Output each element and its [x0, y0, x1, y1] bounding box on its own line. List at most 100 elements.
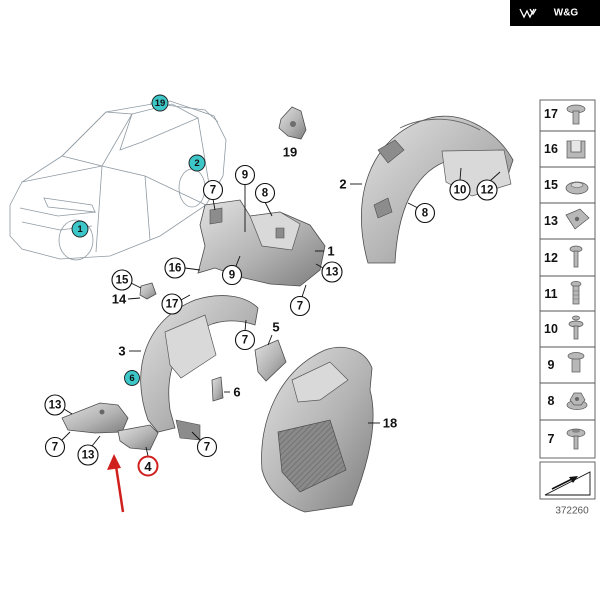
liner-18-panel — [291, 361, 349, 403]
callout-number: 7 — [210, 185, 216, 197]
leader-line — [267, 334, 273, 346]
leader-line — [191, 431, 201, 441]
car-headlight — [43, 197, 96, 213]
callout-number: 16 — [169, 263, 182, 275]
part-1-front-upper-liner — [197, 199, 326, 287]
clip-nut-icon — [565, 208, 590, 230]
vehicle-marker-19: 19 — [151, 94, 169, 112]
leader-line — [63, 408, 73, 415]
leader-line — [212, 198, 216, 211]
vehicle-marker-label: 1 — [77, 224, 83, 235]
circled-callouts: 7 9 8 8 10 12 16 9 13 15 17 7 7 13 7 13 … — [44, 164, 498, 466]
car-hood-line — [21, 165, 207, 206]
legend-number: 10 — [544, 322, 558, 336]
rear-liner-ribs — [373, 139, 405, 219]
part-label-1: 1 — [327, 244, 334, 259]
callout-number: 7 — [204, 442, 210, 454]
lower-cover-piece — [117, 424, 159, 451]
leader-line — [244, 319, 247, 332]
part-label-4: 4 — [144, 459, 152, 474]
callout-number: 8 — [422, 208, 429, 220]
callout-circle: 10 — [449, 179, 471, 201]
callout-circle: 13 — [321, 261, 343, 283]
legend-number: 12 — [544, 251, 558, 265]
leader-line — [145, 446, 149, 457]
lower-trim-panel — [61, 402, 129, 434]
diagram-number: 372260 — [555, 506, 589, 517]
arrow-head — [107, 454, 121, 470]
brand-logo: W&G — [510, 0, 600, 26]
part-label-3: 3 — [118, 344, 125, 359]
upper-liner-clips — [209, 207, 285, 239]
callout-circle: 7 — [202, 179, 224, 201]
leader-line — [235, 255, 241, 267]
callout-number: 12 — [481, 185, 494, 197]
vehicle-marker-2: 2 — [188, 154, 206, 172]
callout-leaders — [61, 167, 501, 447]
legend-row-dividers — [540, 130, 595, 421]
callout-circle: 7 — [234, 329, 256, 351]
leader-line — [184, 267, 201, 271]
leader-line — [180, 294, 191, 301]
leader-line — [407, 202, 419, 209]
part-label-6: 6 — [233, 385, 240, 400]
callout-circle: 9 — [221, 264, 243, 286]
part-14-clip-drawing — [139, 282, 157, 300]
leader-line — [127, 297, 141, 300]
callout-circle: 8 — [414, 202, 436, 224]
legend-number: 7 — [548, 432, 555, 446]
vehicle-marker-label: 2 — [194, 158, 199, 169]
callout-number: 8 — [262, 188, 269, 200]
legend-number: 11 — [544, 287, 557, 301]
panel-hole — [99, 409, 105, 415]
vehicle-overview — [9, 100, 227, 261]
callout-circle: 7 — [196, 436, 218, 458]
vehicle-marker-label: 19 — [155, 98, 166, 109]
part-18-wheel-arch-liner — [261, 346, 374, 513]
part-3-front-wheel-arch-liner — [140, 295, 259, 441]
leader-line — [459, 167, 462, 181]
car-door-lines — [95, 117, 211, 253]
callout-number: 7 — [242, 335, 248, 347]
car-windshield — [61, 111, 133, 167]
expansion-rivet-icon — [570, 281, 582, 305]
part-marker-6: 6 — [124, 370, 140, 386]
logo-text: W&G — [554, 8, 579, 19]
part-6-trim-drawing — [211, 376, 224, 402]
flange-nut-icon — [566, 392, 588, 410]
callout-number: 10 — [454, 185, 467, 197]
red-pointer-arrow-icon — [107, 454, 125, 513]
callout-circle: 8 — [254, 182, 276, 204]
part-4-lower-cover — [61, 402, 159, 451]
highlight-callout-4: 4 — [137, 446, 159, 477]
callout-circle: 7 — [289, 295, 311, 317]
rear-liner-edge — [399, 118, 481, 131]
callout-number: 13 — [326, 267, 339, 279]
legend-number: 8 — [548, 394, 555, 408]
callout-circle: 15 — [111, 269, 133, 291]
washer-screw-icon — [566, 428, 586, 450]
part-19-bracket — [278, 106, 307, 140]
part-5-bracket-drawing — [254, 339, 287, 382]
upper-liner-panel — [249, 211, 301, 251]
orientation-box — [539, 461, 596, 500]
part-label-18: 18 — [383, 416, 397, 431]
arrow-shaft — [114, 465, 125, 513]
callout-circle: 7 — [44, 436, 66, 458]
legend-number: 15 — [544, 178, 558, 192]
fastener-legend: 17 16 15 13 12 11 10 9 8 7 — [539, 99, 596, 500]
push-rivet-icon — [566, 104, 586, 125]
car-front-wheel — [58, 219, 94, 261]
callout-number: 15 — [116, 275, 129, 287]
callout-circle: 17 — [161, 293, 183, 315]
callout-number: 9 — [242, 170, 248, 182]
callout-number: 7 — [52, 442, 58, 454]
part-label-2: 2 — [339, 177, 346, 192]
legend-number: 17 — [544, 107, 558, 121]
leader-line — [489, 171, 501, 182]
spring-clip-icon — [566, 140, 586, 159]
bracket-hole — [290, 121, 296, 127]
callout-circle: 9 — [234, 164, 256, 186]
